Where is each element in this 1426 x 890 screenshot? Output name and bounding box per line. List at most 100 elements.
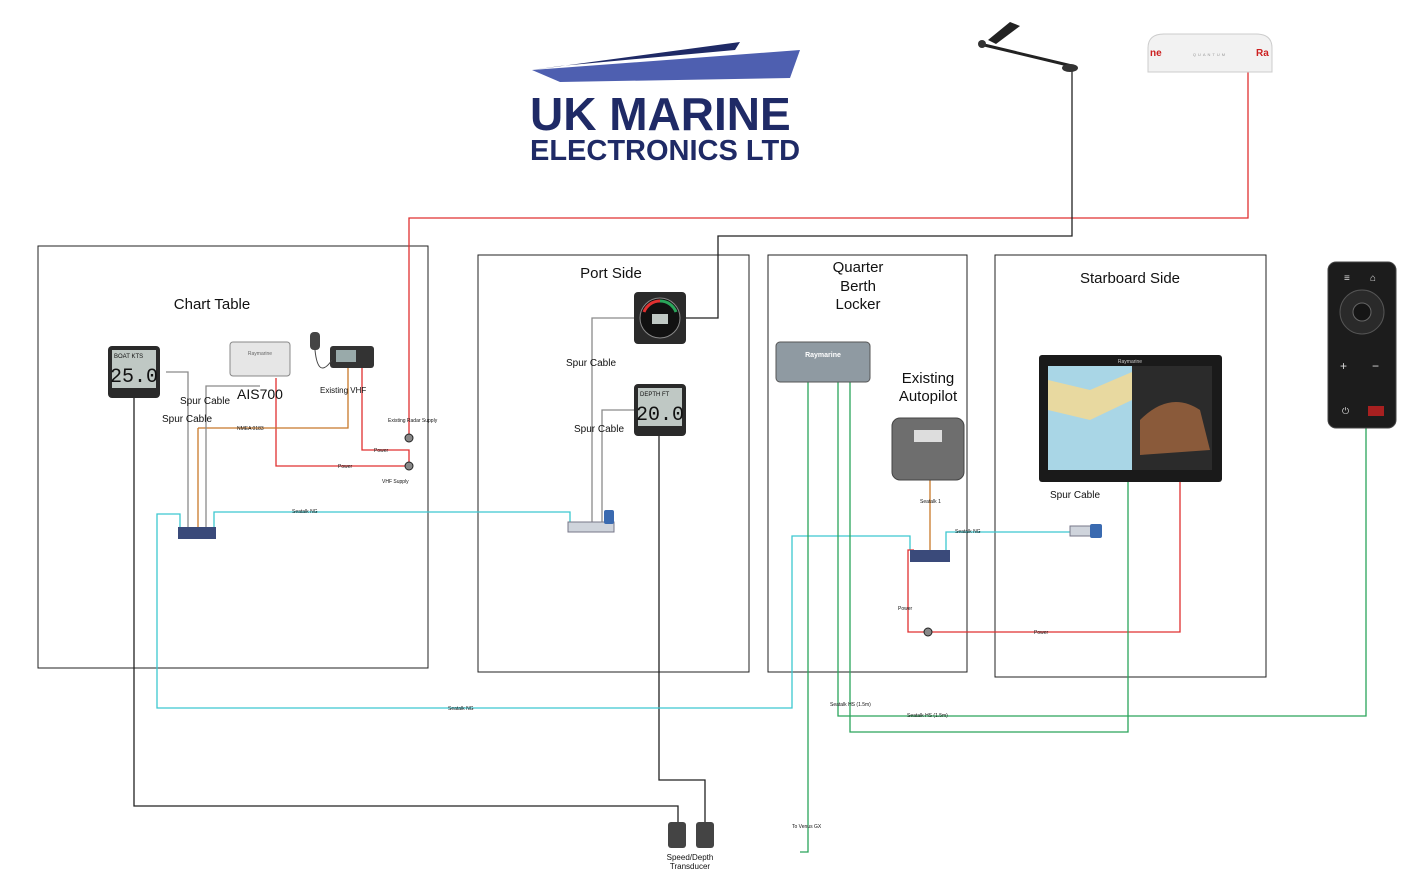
chartplotter-brand: Raymarine [1118, 359, 1142, 365]
power-terminal [923, 627, 933, 637]
speed-transducer [668, 822, 686, 848]
label-spur-stbd: Spur Cable [1050, 490, 1100, 501]
radar-dome-body [1147, 33, 1273, 73]
spur-cable-speed [166, 371, 189, 527]
label-spur-1: Spur Cable [180, 396, 230, 407]
hs-hub-brand: Raymarine [805, 352, 841, 359]
company-logo: UK MARINE ELECTRONICS LTD [530, 42, 800, 167]
zoom-out-icon: − [1372, 359, 1379, 373]
spur-cable-ais [205, 385, 260, 527]
ais700-unit: Raymarine AIS700 [229, 341, 291, 402]
cables [133, 70, 1367, 853]
vhf-power-cable [361, 368, 410, 466]
ais700-label: AIS700 [237, 386, 283, 402]
zone-label-quarter-2: Berth [840, 278, 876, 295]
seatalk-hs-hub: Raymarine [775, 341, 871, 383]
wind-vane-base [1062, 64, 1078, 72]
depth-display-screen [638, 388, 682, 426]
cable-labels: Spur Cable Spur Cable Spur Cable Spur Ca… [162, 358, 1100, 830]
chartplotter: Raymarine [1039, 355, 1222, 482]
wind-sensor-cable [686, 70, 1073, 319]
label-seatalk-ng-stbd: Seatalk NG [955, 529, 981, 535]
zone-chart-table [37, 245, 429, 669]
depth-transducer [696, 822, 714, 848]
label-vhf-supply: VHF Supply [382, 479, 409, 485]
port-hub-body [567, 521, 615, 533]
zone-label-chart-table: Chart Table [174, 296, 250, 313]
zone-quarter-berth [767, 254, 968, 673]
wind-vane-cups [978, 40, 986, 48]
wind-dial-red-sector [642, 299, 661, 313]
label-radar-supply: Existing Radar Supply [388, 418, 438, 424]
zone-boxes [37, 245, 1267, 678]
power-icon: ⏻ [1342, 406, 1349, 416]
nmea0183-cable [198, 356, 349, 429]
seatalk-hs-keypad [837, 382, 1367, 717]
boat-speed-screen [112, 350, 156, 388]
autopilot-power-cable [907, 549, 928, 633]
wind-vane-fin [988, 22, 1020, 44]
zone-port-side [477, 254, 750, 673]
zone-label-quarter-3: Locker [835, 296, 880, 313]
wind-vane [978, 22, 1078, 72]
hs-hub-body [775, 341, 871, 383]
label-power-stbd: Power [1034, 630, 1049, 636]
keypad-body [1327, 261, 1397, 429]
label-spur-port-1: Spur Cable [566, 358, 616, 369]
zone-label-quarter-1: Quarter [833, 259, 884, 276]
zone-starboard-side [994, 254, 1267, 678]
vhf-handset-cord [314, 349, 333, 369]
label-power-ap: Power [898, 606, 913, 612]
label-to-venus: To Venus GX [792, 824, 822, 830]
depth-display-value: 20.0 [636, 404, 684, 427]
logo-line-1: UK MARINE [530, 88, 791, 140]
keypad-controller: ≡ ⌂ + − ⏻ [1327, 261, 1397, 429]
depth-transducer-cable [658, 436, 706, 822]
label-nmea0183: NMEA 0183 [237, 426, 264, 432]
mob-button [1368, 406, 1384, 416]
label-spur-port-2: Spur Cable [574, 424, 624, 435]
label-seatalk-hs-2: Seatalk HS (1.5m) [907, 713, 948, 719]
wind-display-screen [652, 314, 668, 324]
radar-model: QUANTUM [1193, 52, 1227, 57]
depth-display-header: DEPTH FT [640, 392, 670, 398]
stbd-connector-terminator [1090, 524, 1102, 538]
transducer-label-2: Transducer [670, 862, 711, 871]
wind-dial-green-sector [659, 299, 678, 313]
speed-transducer-cable [133, 398, 679, 822]
label-seatalk-ng-bottom: Seatalk NG [448, 706, 474, 712]
zoom-in-icon: + [1340, 359, 1347, 373]
stbd-connector-body [1069, 525, 1093, 537]
radar-power-cable [408, 72, 1249, 438]
label-seatalk-ng-top: Seatalk NG [292, 509, 318, 515]
logo-swoosh-upper [532, 50, 800, 82]
chartplotter-sonar-seabed [1140, 402, 1210, 455]
ais700-brand: Raymarine [248, 351, 272, 357]
seatalk-ng-backbone [213, 511, 571, 527]
label-spur-2: Spur Cable [162, 414, 212, 425]
autopilot-unit: Existing Autopilot [891, 370, 965, 481]
logo-line-2: ELECTRONICS LTD [530, 135, 800, 167]
depth-display: DEPTH FT 20.0 [634, 384, 686, 436]
quarter-hub-body [910, 550, 950, 562]
wind-display [634, 292, 686, 344]
vhf-handset [310, 332, 320, 350]
home-icon: ⌂ [1370, 273, 1376, 284]
vhf-radio: Existing VHF [310, 332, 374, 395]
label-power-vhf: Power [374, 448, 389, 454]
vhf-screen [336, 350, 356, 362]
label-seatalk1: Seatalk 1 [920, 499, 941, 505]
venus-gx-cable [800, 382, 809, 853]
ng-hub-body [178, 527, 216, 539]
chart-table-ng-hub [178, 527, 216, 539]
menu-icon: ≡ [1344, 273, 1350, 284]
ais-power-cable [275, 378, 409, 467]
zone-label-port-side: Port Side [580, 265, 642, 282]
starboard-connector [1069, 524, 1102, 538]
port-hub-terminator [604, 510, 614, 524]
boat-speed-display: BOAT KTS 25.0 [108, 346, 160, 398]
speed-depth-transducer: Speed/Depth Transducer [667, 822, 714, 871]
boat-speed-header: BOAT KTS [114, 354, 143, 360]
radar-supply-terminal [404, 433, 414, 443]
